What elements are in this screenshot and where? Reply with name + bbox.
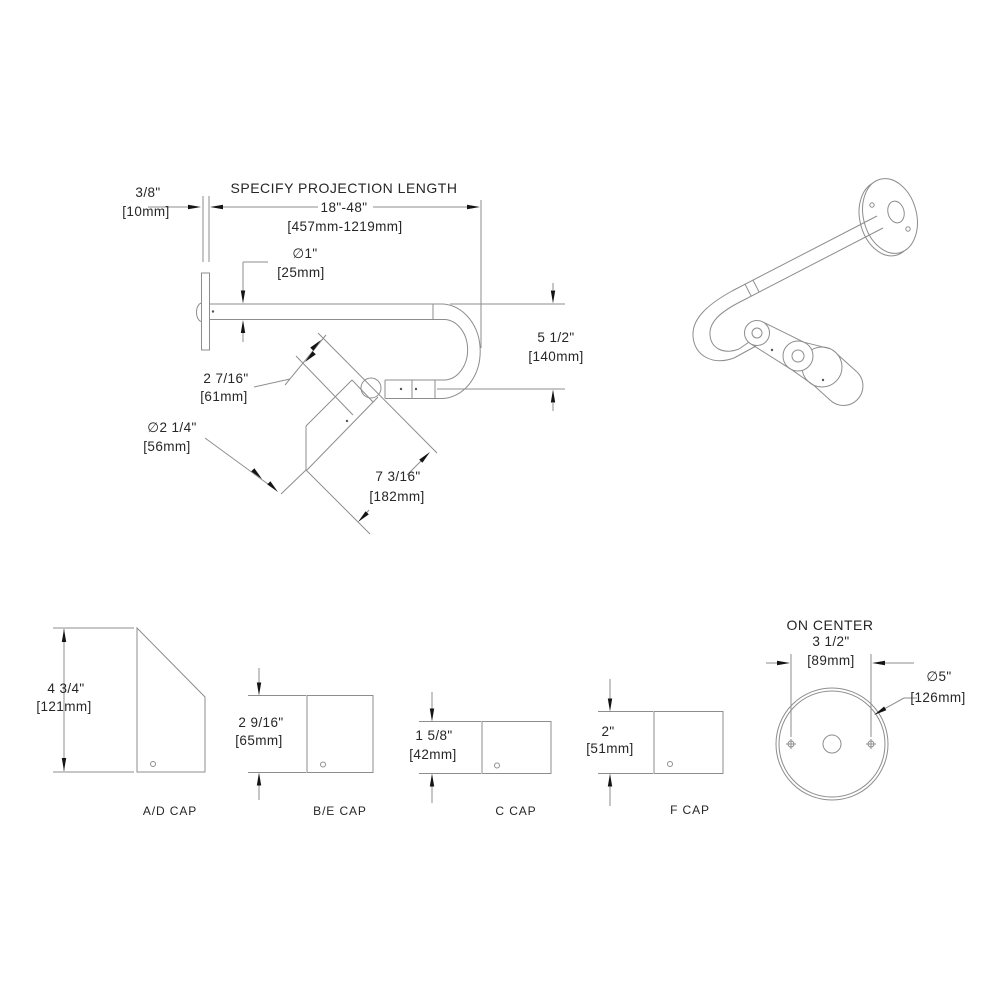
return-depth-mm: [140mm] (528, 349, 583, 364)
cap-f-label: F CAP (670, 803, 710, 817)
cap-diameter-mm: [56mm] (143, 439, 190, 454)
on-center-label: ON CENTER (787, 617, 874, 633)
main-view-geometry (196, 196, 481, 472)
projection-length-mm: [457mm-1219mm] (287, 219, 402, 234)
cap-face-width-inches: 2 7/16" (203, 371, 248, 386)
cap-c-detail: 1 5/8" [42mm] C CAP (409, 692, 552, 818)
cap-length-mm: [182mm] (369, 489, 424, 504)
projection-length-label: SPECIFY PROJECTION LENGTH (231, 180, 458, 196)
isometric-view (692, 178, 918, 406)
cap-c-mm: [42mm] (409, 747, 456, 762)
bar-diameter-inches: ∅1" (292, 246, 317, 261)
return-depth-inches: 5 1/2" (537, 330, 574, 345)
cap-f-inches: 2" (601, 724, 614, 739)
cap-c-inches: 1 5/8" (415, 728, 452, 743)
cap-ad-detail: 4 3/4" [121mm] A/D CAP (36, 626, 206, 818)
flange-diameter-mm: [126mm] (910, 690, 965, 705)
wall-thickness-inches: 3/8" (135, 185, 160, 200)
cap-be-detail: 2 9/16" [65mm] B/E CAP (235, 668, 374, 818)
cap-f-mm: [51mm] (586, 741, 633, 756)
cap-diameter-inches: ∅2 1/4" (147, 420, 196, 435)
on-center-inches: 3 1/2" (812, 634, 849, 649)
cap-face-width-mm: [61mm] (200, 389, 247, 404)
cap-ad-mm: [121mm] (36, 699, 91, 714)
cap-f-detail: 2" [51mm] F CAP (586, 679, 724, 817)
main-view-dimension-text: SPECIFY PROJECTION LENGTH 18"-48" [457mm… (122, 180, 583, 504)
cap-c-label: C CAP (495, 804, 536, 818)
cap-be-label: B/E CAP (313, 804, 367, 818)
cap-ad-label: A/D CAP (143, 804, 197, 818)
cap-length-inches: 7 3/16" (375, 469, 420, 484)
projection-length-inches: 18"-48" (321, 200, 368, 215)
wall-thickness-mm: [10mm] (122, 204, 169, 219)
cap-be-mm: [65mm] (235, 733, 282, 748)
bar-diameter-mm: [25mm] (277, 265, 324, 280)
cap-ad-inches: 4 3/4" (47, 681, 84, 696)
main-view-dimension-lines (148, 200, 565, 535)
flange-face-view: ON CENTER 3 1/2" [89mm] ∅5" [126mm] (766, 617, 965, 801)
flange-diameter-inches: ∅5" (926, 669, 951, 684)
cap-be-inches: 2 9/16" (238, 715, 283, 730)
on-center-mm: [89mm] (807, 653, 854, 668)
